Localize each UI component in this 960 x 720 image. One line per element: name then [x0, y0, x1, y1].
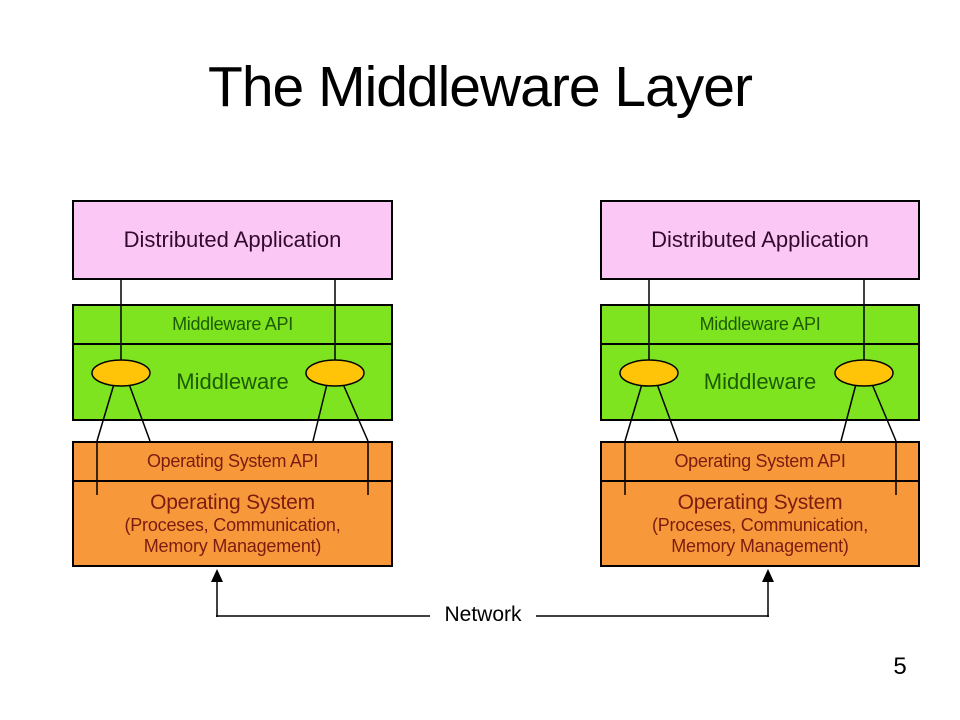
- distributed-application-box: Distributed Application: [72, 200, 393, 280]
- os-title-label: Operating System: [677, 490, 843, 514]
- distributed-application-label: Distributed Application: [123, 227, 342, 252]
- distributed-application-label: Distributed Application: [651, 227, 869, 252]
- os-detail-line1: (Proceses, Communication,: [124, 514, 341, 535]
- operating-system-box: Operating System API Operating System (P…: [600, 441, 920, 567]
- middleware-box: Middleware API Middleware: [72, 304, 393, 421]
- middleware-area: Middleware: [602, 345, 918, 419]
- middleware-box: Middleware API Middleware: [600, 304, 920, 421]
- middleware-label: Middleware: [703, 369, 817, 394]
- page-number: 5: [893, 653, 907, 680]
- os-detail-line2: Memory Management): [143, 535, 322, 556]
- stack-right: Distributed Application Middleware API M…: [600, 0, 920, 720]
- os-api-label: Operating System API: [146, 451, 319, 471]
- os-area: Operating System (Proceses, Communicatio…: [602, 482, 918, 565]
- os-api-strip: Operating System API: [74, 443, 391, 482]
- middleware-api-label: Middleware API: [172, 314, 293, 334]
- network-label: Network: [444, 603, 522, 626]
- os-api-label: Operating System API: [674, 451, 846, 471]
- middleware-label: Middleware: [176, 369, 289, 394]
- slide-title: The Middleware Layer: [208, 55, 753, 119]
- operating-system-box: Operating System API Operating System (P…: [72, 441, 393, 567]
- stack-left: Distributed Application Middleware API M…: [72, 0, 393, 720]
- os-title-label: Operating System: [150, 490, 315, 514]
- middleware-api-label: Middleware API: [699, 314, 821, 334]
- middleware-api-strip: Middleware API: [74, 306, 391, 345]
- middleware-api-strip: Middleware API: [602, 306, 918, 345]
- distributed-application-box: Distributed Application: [600, 200, 920, 280]
- middleware-area: Middleware: [74, 345, 391, 419]
- os-api-strip: Operating System API: [602, 443, 918, 482]
- os-detail-line1: (Proceses, Communication,: [651, 514, 869, 535]
- os-detail-line2: Memory Management): [671, 535, 849, 556]
- os-area: Operating System (Proceses, Communicatio…: [74, 482, 391, 565]
